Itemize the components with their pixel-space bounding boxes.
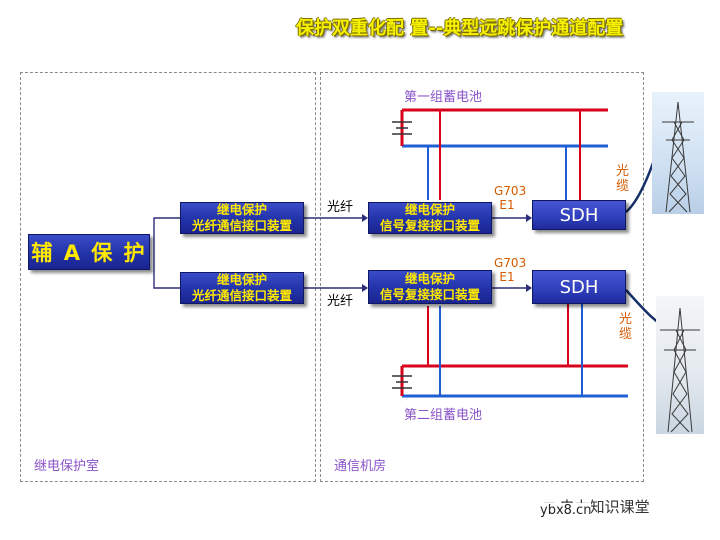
signal-interface-line-1: 继电保护 [404,271,455,286]
g703-label-2: G703 E1 [494,256,527,284]
fiber-interface-line-2: 光纤通信接口装置 [191,218,292,233]
aux-a-protection-device: 辅 A 保 护 [28,234,150,270]
comm-room-region [320,72,644,482]
g703-label-1: G703 E1 [494,184,527,212]
fiber-interface-line-2: 光纤通信接口装置 [191,288,292,303]
watermark-url: ybx8.cn [540,503,592,518]
e1-text: E1 [499,270,515,284]
optical-cable-label-1: 光 缆 [616,164,629,194]
g703-text: G703 [494,184,527,198]
cable-char-2: 缆 [619,327,633,342]
sdh-label: SDH [559,276,599,298]
comm-room-label: 通信机房 [334,459,387,474]
fiber-interface-line-1: 继电保护 [216,202,267,217]
transmission-tower-image-2 [656,296,704,434]
fiber-interface-device-2: 继电保护 光纤通信接口装置 [180,272,304,304]
sdh-device-1: SDH [532,200,626,230]
fiber-label-2: 光纤 [327,294,354,309]
fiber-interface-line-1: 继电保护 [216,272,267,287]
transmission-tower-image-1 [652,92,704,214]
fiber-label-1: 光纤 [327,200,354,215]
page-title: 保护双重化配 置--典型远跳保护通道配置 [296,18,624,39]
e1-text: E1 [499,198,515,212]
cable-char-1: 光 [616,164,630,179]
battery-group-2-label: 第二组蓄电池 [404,408,483,423]
signal-interface-line-2: 信号复接接口装置 [379,287,480,302]
g703-text: G703 [494,256,527,270]
relay-room-region [20,72,316,482]
tower-icon [660,307,700,433]
signal-interface-device-1: 继电保护 信号复接接口装置 [368,202,492,234]
sdh-device-2: SDH [532,270,626,304]
optical-cable-label-2: 光 缆 [619,312,632,342]
aux-a-protection-label: 辅 A 保 护 [31,241,147,265]
tower-icon [662,101,694,213]
sdh-label: SDH [559,204,599,226]
battery-group-1-label: 第一组蓄电池 [404,90,483,105]
cable-char-2: 缆 [616,179,630,194]
signal-interface-line-1: 继电保护 [404,202,455,217]
relay-room-label: 继电保护室 [34,459,100,474]
cable-char-1: 光 [619,312,633,327]
signal-interface-device-2: 继电保护 信号复接接口装置 [368,270,492,304]
fiber-interface-device-1: 继电保护 光纤通信接口装置 [180,202,304,234]
signal-interface-line-2: 信号复接接口装置 [379,218,480,233]
